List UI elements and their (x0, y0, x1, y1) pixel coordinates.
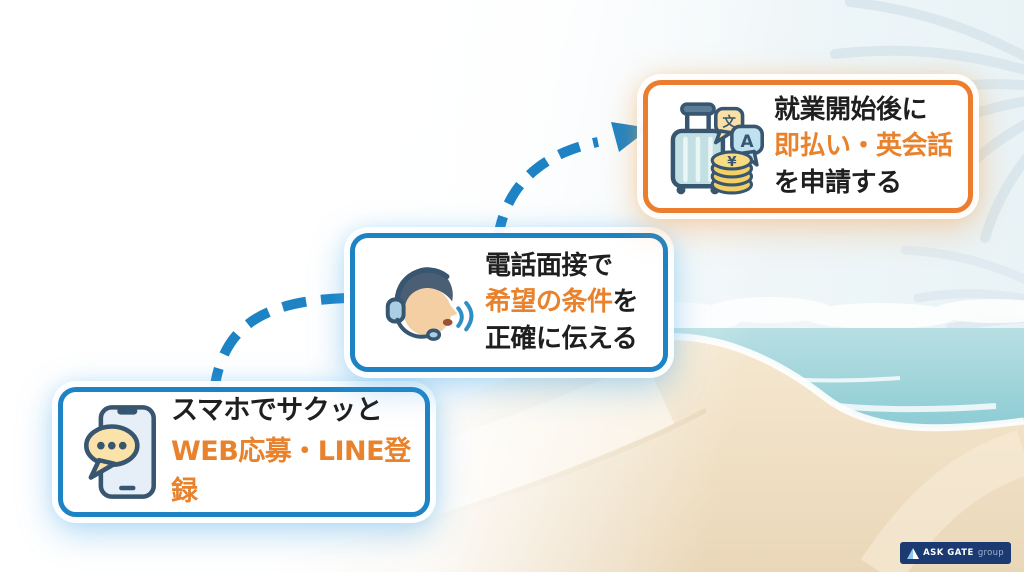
arrow-step2-to-step3 (493, 137, 600, 239)
step-line: WEB応募・LINE登録 (171, 432, 415, 513)
logo-brand-text: ASK GATE (923, 548, 974, 558)
step-text-after-employment: 就業開始後に 即払い・英会話 を申請する (774, 92, 953, 201)
svg-text:¥: ¥ (727, 154, 737, 169)
step-line-text: 希望の条件 (485, 287, 613, 318)
step-line-text: を申請する (774, 167, 902, 198)
step-line-text: 即払い・英会話 (774, 131, 953, 162)
smartphone-chat-icon (79, 398, 161, 506)
step-line-text: 電話面接で (485, 250, 613, 281)
step-text-phone-interview: 電話面接で 希望の条件を 正確に伝える (485, 248, 639, 357)
step-card-phone-interview: 電話面接で 希望の条件を 正確に伝える (350, 233, 668, 372)
step-line: 即払い・英会話 (774, 128, 953, 164)
brand-logo: ASK GATE group (900, 542, 1011, 564)
headset-operator-icon (371, 256, 475, 350)
step-line-text: スマホでサクッと (171, 395, 383, 427)
svg-text:A: A (740, 131, 754, 151)
step-line-text: 正確に伝える (485, 323, 638, 354)
step-line-text: WEB応募・LINE登録 (171, 435, 411, 508)
step-line: 電話面接で (485, 248, 638, 284)
logo-suffix-text: group (977, 548, 1004, 558)
step-line: 就業開始後に (774, 92, 953, 128)
step-line-text: を (612, 287, 639, 318)
arrow-step1-to-step2 (209, 293, 351, 393)
step-card-after-employment: 文 A ¥ 就業開始後に 即払い・英会話 を申請する (643, 80, 973, 213)
step-line: スマホでサクッと (171, 391, 415, 432)
step-line: 希望の条件を (485, 284, 639, 320)
step-line-text: 就業開始後に (774, 94, 928, 125)
step-card-web-apply: スマホでサクッと WEB応募・LINE登録 (58, 387, 430, 517)
travel-translate-coins-icon: 文 A ¥ (664, 96, 764, 198)
logo-mountain-icon (907, 547, 920, 559)
step-line: を申請する (774, 165, 953, 201)
step-line: 正確に伝える (485, 321, 638, 357)
step-text-web-apply: スマホでサクッと WEB応募・LINE登録 (171, 391, 415, 513)
